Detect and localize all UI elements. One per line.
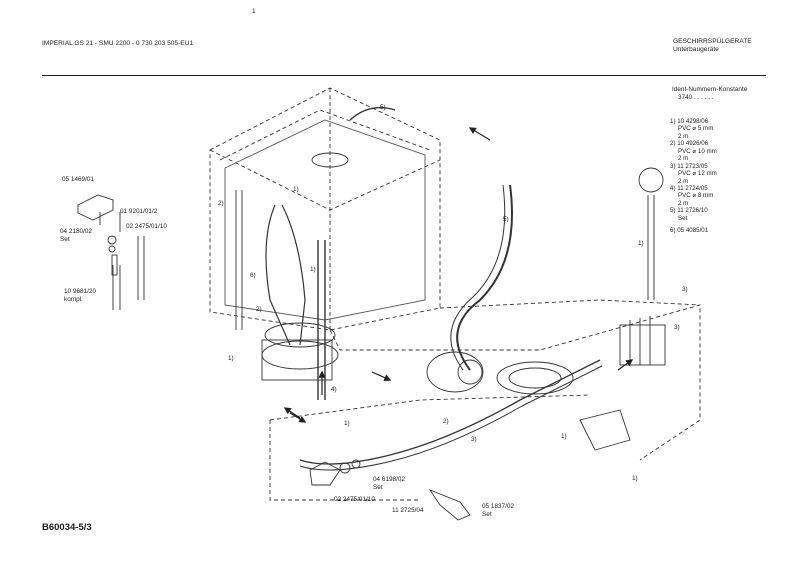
part-label: 04 2180/02 — [60, 228, 92, 235]
part-label: 04 6198/02 — [373, 476, 405, 483]
callout: 2) — [443, 418, 449, 425]
callout: 1) — [344, 420, 350, 427]
callout: 4) — [331, 386, 337, 393]
switch-block — [619, 324, 666, 366]
flow-arrow — [283, 407, 301, 419]
part-label: Set — [60, 236, 70, 243]
ident-label: Ident-Nummern-Konstante — [672, 86, 748, 93]
part-label: kompl. — [64, 296, 83, 303]
part-label: 02 2475/01/10 — [126, 223, 167, 230]
inner-shell — [224, 119, 426, 321]
fitting — [309, 461, 341, 486]
part-label: 02 2475/01/10 — [334, 496, 375, 503]
pump — [426, 351, 484, 393]
header-model-line: IMPERIAL GS 21 - SMU 2200 - 0 730 203 50… — [42, 40, 194, 47]
part-label: 05 1469/01 — [62, 176, 94, 183]
hose-3 — [299, 359, 601, 465]
clamp — [77, 194, 114, 221]
ident-value: 3740 . . . . . . — [678, 94, 714, 101]
part-label: 01 9201/01/2 — [120, 208, 158, 215]
callout: 3) — [674, 324, 680, 331]
header-category: GESCHIRRSPÜLGERATE — [673, 38, 752, 45]
callout: 3) — [682, 286, 688, 293]
flow-arrow — [289, 412, 307, 423]
heater-ring — [496, 361, 574, 395]
tube — [112, 265, 121, 310]
legend-item: 6) 05 4085/01 — [670, 227, 709, 235]
callout: 2) — [218, 200, 224, 207]
part-label: Set — [373, 484, 383, 491]
callout: 1) — [228, 355, 234, 362]
callout: 1) — [310, 266, 316, 273]
callout: 5) — [380, 104, 386, 111]
drawing-number: B60034-5/3 — [42, 522, 92, 533]
callout: 1) — [561, 433, 567, 440]
rod — [647, 195, 655, 300]
nozzle — [428, 489, 471, 521]
flow-arrow — [617, 359, 634, 371]
hose-2 — [265, 204, 291, 346]
callout: 3) — [471, 436, 477, 443]
screw — [99, 212, 121, 232]
callout: 1) — [638, 240, 644, 247]
part-label: 05 1837/02 — [482, 503, 514, 510]
part-label: Set — [482, 511, 492, 518]
part-label: 11 2725/04 — [392, 507, 424, 514]
page-mark: 1 — [252, 8, 256, 15]
callout: 1) — [632, 475, 638, 482]
tub-outline — [209, 87, 441, 331]
callout: 6) — [250, 272, 256, 279]
flow-arrow — [468, 127, 491, 141]
callout: 1) — [293, 186, 299, 193]
callout: 5) — [503, 216, 509, 223]
sump-block — [261, 339, 333, 381]
flow-arrow — [371, 371, 392, 381]
header-rule — [42, 75, 766, 76]
callout: 2) — [256, 306, 262, 313]
hose-5 — [456, 184, 513, 371]
float-cap — [638, 167, 664, 193]
sump-ring — [311, 152, 349, 168]
header-subcategory: Unterbaugeräte — [673, 46, 719, 53]
part-label: 10 9681/20 — [64, 288, 96, 295]
